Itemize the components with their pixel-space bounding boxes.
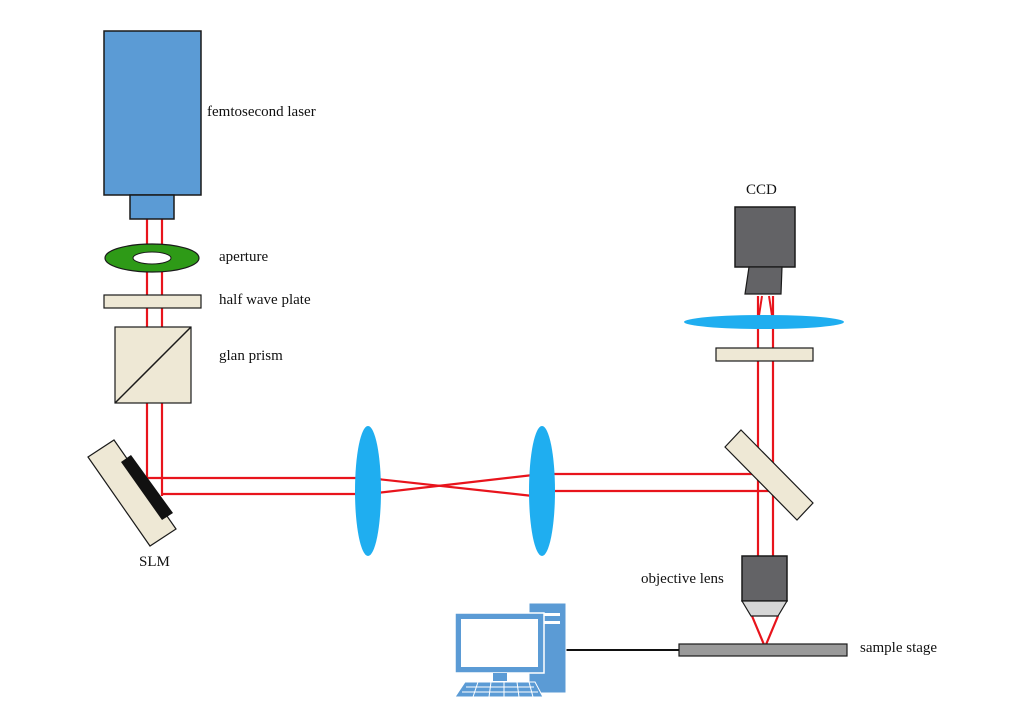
- slm: [87, 439, 177, 547]
- lens-1: [355, 426, 381, 556]
- label-glan-prism: glan prism: [219, 348, 283, 364]
- dichroic-mirror: [724, 429, 814, 521]
- sample-stage: [678, 643, 848, 657]
- ccd-camera: [734, 206, 796, 295]
- label-objective-lens: objective lens: [641, 571, 724, 587]
- tube-lens: [684, 315, 844, 329]
- filter-plate: [715, 347, 814, 362]
- half-wave-plate: [103, 294, 202, 309]
- lens-2: [529, 426, 555, 556]
- label-slm: SLM: [139, 554, 170, 570]
- computer-icon: [454, 602, 567, 698]
- label-femtosecond-laser: femtosecond laser: [207, 104, 316, 120]
- label-half-wave-plate: half wave plate: [219, 292, 311, 308]
- glan-prism: [114, 326, 192, 404]
- femtosecond-laser: [103, 30, 202, 220]
- label-aperture: aperture: [219, 249, 269, 265]
- aperture: [104, 243, 200, 273]
- label-sample-stage: sample stage: [860, 640, 938, 656]
- laser-beam-paths: [145, 218, 780, 648]
- label-ccd: CCD: [746, 182, 777, 198]
- objective-lens: [740, 555, 789, 617]
